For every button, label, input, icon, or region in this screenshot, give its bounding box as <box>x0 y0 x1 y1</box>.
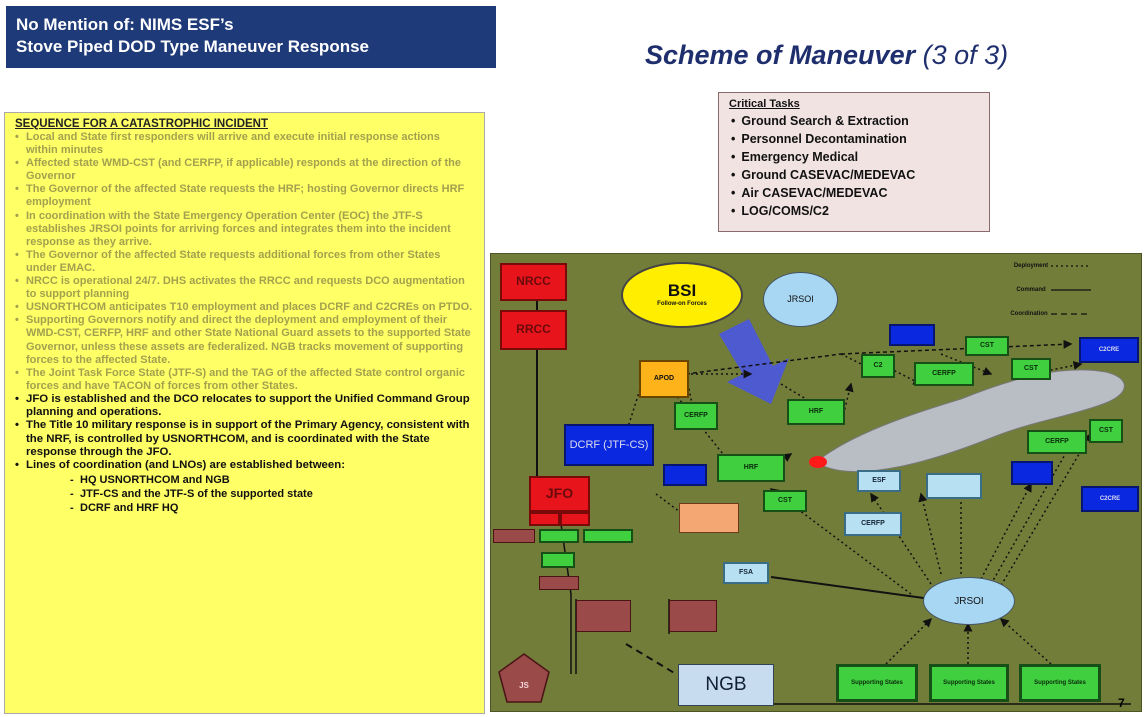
legend-coordination: Coordination <box>1010 310 1048 317</box>
node-bsi: BSI Follow-on Forces <box>621 262 743 328</box>
sequence-box: SEQUENCE FOR A CATASTROPHIC INCIDENT Loc… <box>4 112 485 714</box>
sequence-sub-list: HQ USNORTHCOM and NGB JTF-CS and the JTF… <box>70 473 474 515</box>
node-blue-small-3 <box>1011 461 1053 485</box>
slide-title-main: Scheme of Maneuver <box>645 40 916 70</box>
node-c2cre-2: C2CRE <box>1081 486 1139 512</box>
sequence-list: Local and State first responders will ar… <box>15 131 474 473</box>
header-line-1: No Mention of: NIMS ESF’s <box>16 15 234 34</box>
node-fsa: FSA <box>723 562 769 584</box>
node-lblue-2 <box>926 473 982 499</box>
critical-task-item: Emergency Medical <box>731 148 979 166</box>
slide-title: Scheme of Maneuver (3 of 3) <box>645 40 1008 71</box>
sequence-item: In coordination with the State Emergency… <box>15 210 474 249</box>
sequence-sub-item: HQ USNORTHCOM and NGB <box>70 473 474 487</box>
incident-plume <box>815 369 1125 473</box>
node-jfo: JFO <box>529 476 590 512</box>
node-nrcc: NRCC <box>500 263 567 301</box>
critical-task-item: Ground CASEVAC/MEDEVAC <box>731 166 979 184</box>
node-bsi-sub: Follow-on Forces <box>657 301 707 308</box>
sequence-item: The Governor of the affected State reque… <box>15 183 474 209</box>
node-cerfp-4: CERFP <box>844 512 902 536</box>
critical-task-item: Personnel Decontamination <box>731 130 979 148</box>
node-jrsoi-top: JRSOI <box>763 272 838 327</box>
node-cerfp-3: CERFP <box>1027 430 1087 454</box>
node-cst-4: CST <box>763 490 807 512</box>
sequence-item: JFO is established and the DCO relocates… <box>15 393 474 420</box>
node-green-jfo-2 <box>583 529 633 543</box>
sequence-item: Local and State first responders will ar… <box>15 131 474 157</box>
critical-tasks-list: Ground Search & Extraction Personnel Dec… <box>729 112 979 220</box>
node-cst-1: CST <box>965 336 1009 356</box>
node-hrf-2: HRF <box>717 454 785 482</box>
incident-point <box>809 456 827 468</box>
node-dcrf: DCRF (JTF-CS) <box>564 424 654 466</box>
node-cst-2: CST <box>1011 358 1051 380</box>
node-cst-3: CST <box>1089 419 1123 443</box>
sequence-item: USNORTHCOM anticipates T10 employment an… <box>15 301 474 314</box>
header-line-2: Stove Piped DOD Type Maneuver Response <box>16 37 369 56</box>
sequence-item: The Governor of the affected State reque… <box>15 249 474 275</box>
sequence-item: Lines of coordination (and LNOs) are est… <box>15 459 474 473</box>
critical-tasks-heading: Critical Tasks <box>729 98 800 110</box>
sequence-sub-item: DCRF and HRF HQ <box>70 501 474 515</box>
node-supporting-states-3: Supporting States <box>1019 664 1101 702</box>
js-pentagon-shape <box>498 653 550 703</box>
node-green-jfo-1 <box>539 529 579 543</box>
node-jfo-cell-1 <box>529 512 560 526</box>
sequence-heading: SEQUENCE FOR A CATASTROPHIC INCIDENT <box>15 118 269 130</box>
critical-tasks-box: Critical Tasks Ground Search & Extractio… <box>718 92 990 232</box>
sequence-sub-item: JTF-CS and the JTF-S of the supported st… <box>70 487 474 501</box>
sequence-item: The Title 10 military response is in sup… <box>15 419 474 459</box>
sequence-item: Supporting Governors notify and direct t… <box>15 314 474 366</box>
node-maroon-1 <box>493 529 535 543</box>
node-apod: APOD <box>639 360 689 398</box>
slide-header-box: No Mention of: NIMS ESF’s Stove Piped DO… <box>6 6 496 68</box>
node-bsi-label: BSI <box>667 281 697 301</box>
node-jfo-cell-2 <box>560 512 590 526</box>
node-blue-small-2 <box>663 464 707 486</box>
node-hrf-1: HRF <box>787 399 845 425</box>
node-green-jfo-3 <box>541 552 575 568</box>
critical-task-item: LOG/COMS/C2 <box>731 202 979 220</box>
sequence-item: The Joint Task Force State (JTF-S) and t… <box>15 367 474 393</box>
node-js: JS <box>519 680 529 690</box>
node-cerfp-2: CERFP <box>914 362 974 386</box>
node-flag-1 <box>576 600 631 632</box>
critical-task-item: Air CASEVAC/MEDEVAC <box>731 184 979 202</box>
slide-title-sub: (3 of 3) <box>922 40 1009 70</box>
sequence-item: NRCC is operational 24/7. DHS activates … <box>15 275 474 301</box>
node-orange <box>679 503 739 533</box>
node-supporting-states-1: Supporting States <box>836 664 918 702</box>
sequence-item: Affected state WMD-CST (and CERFP, if ap… <box>15 157 474 183</box>
critical-task-item: Ground Search & Extraction <box>731 112 979 130</box>
node-cerfp-1: CERFP <box>674 402 718 430</box>
node-flag-2 <box>669 600 717 632</box>
node-blue-small-1 <box>889 324 935 346</box>
page-number: 7 <box>1118 696 1125 710</box>
node-maroon-2 <box>539 576 579 590</box>
legend-deployment: Deployment <box>1013 262 1049 269</box>
node-c2cre-1: C2CRE <box>1079 337 1139 363</box>
maneuver-diagram: Deployment Command Coordination NRCC RRC… <box>490 253 1142 712</box>
node-c2: C2 <box>861 354 895 378</box>
legend-command: Command <box>1016 286 1046 293</box>
node-rrcc: RRCC <box>500 310 567 350</box>
follow-on-arrow <box>719 319 789 404</box>
node-esf: ESF <box>857 470 901 492</box>
node-supporting-states-2: Supporting States <box>929 664 1009 702</box>
node-jrsoi-bottom: JRSOI <box>923 577 1015 625</box>
node-ngb: NGB <box>678 664 774 706</box>
